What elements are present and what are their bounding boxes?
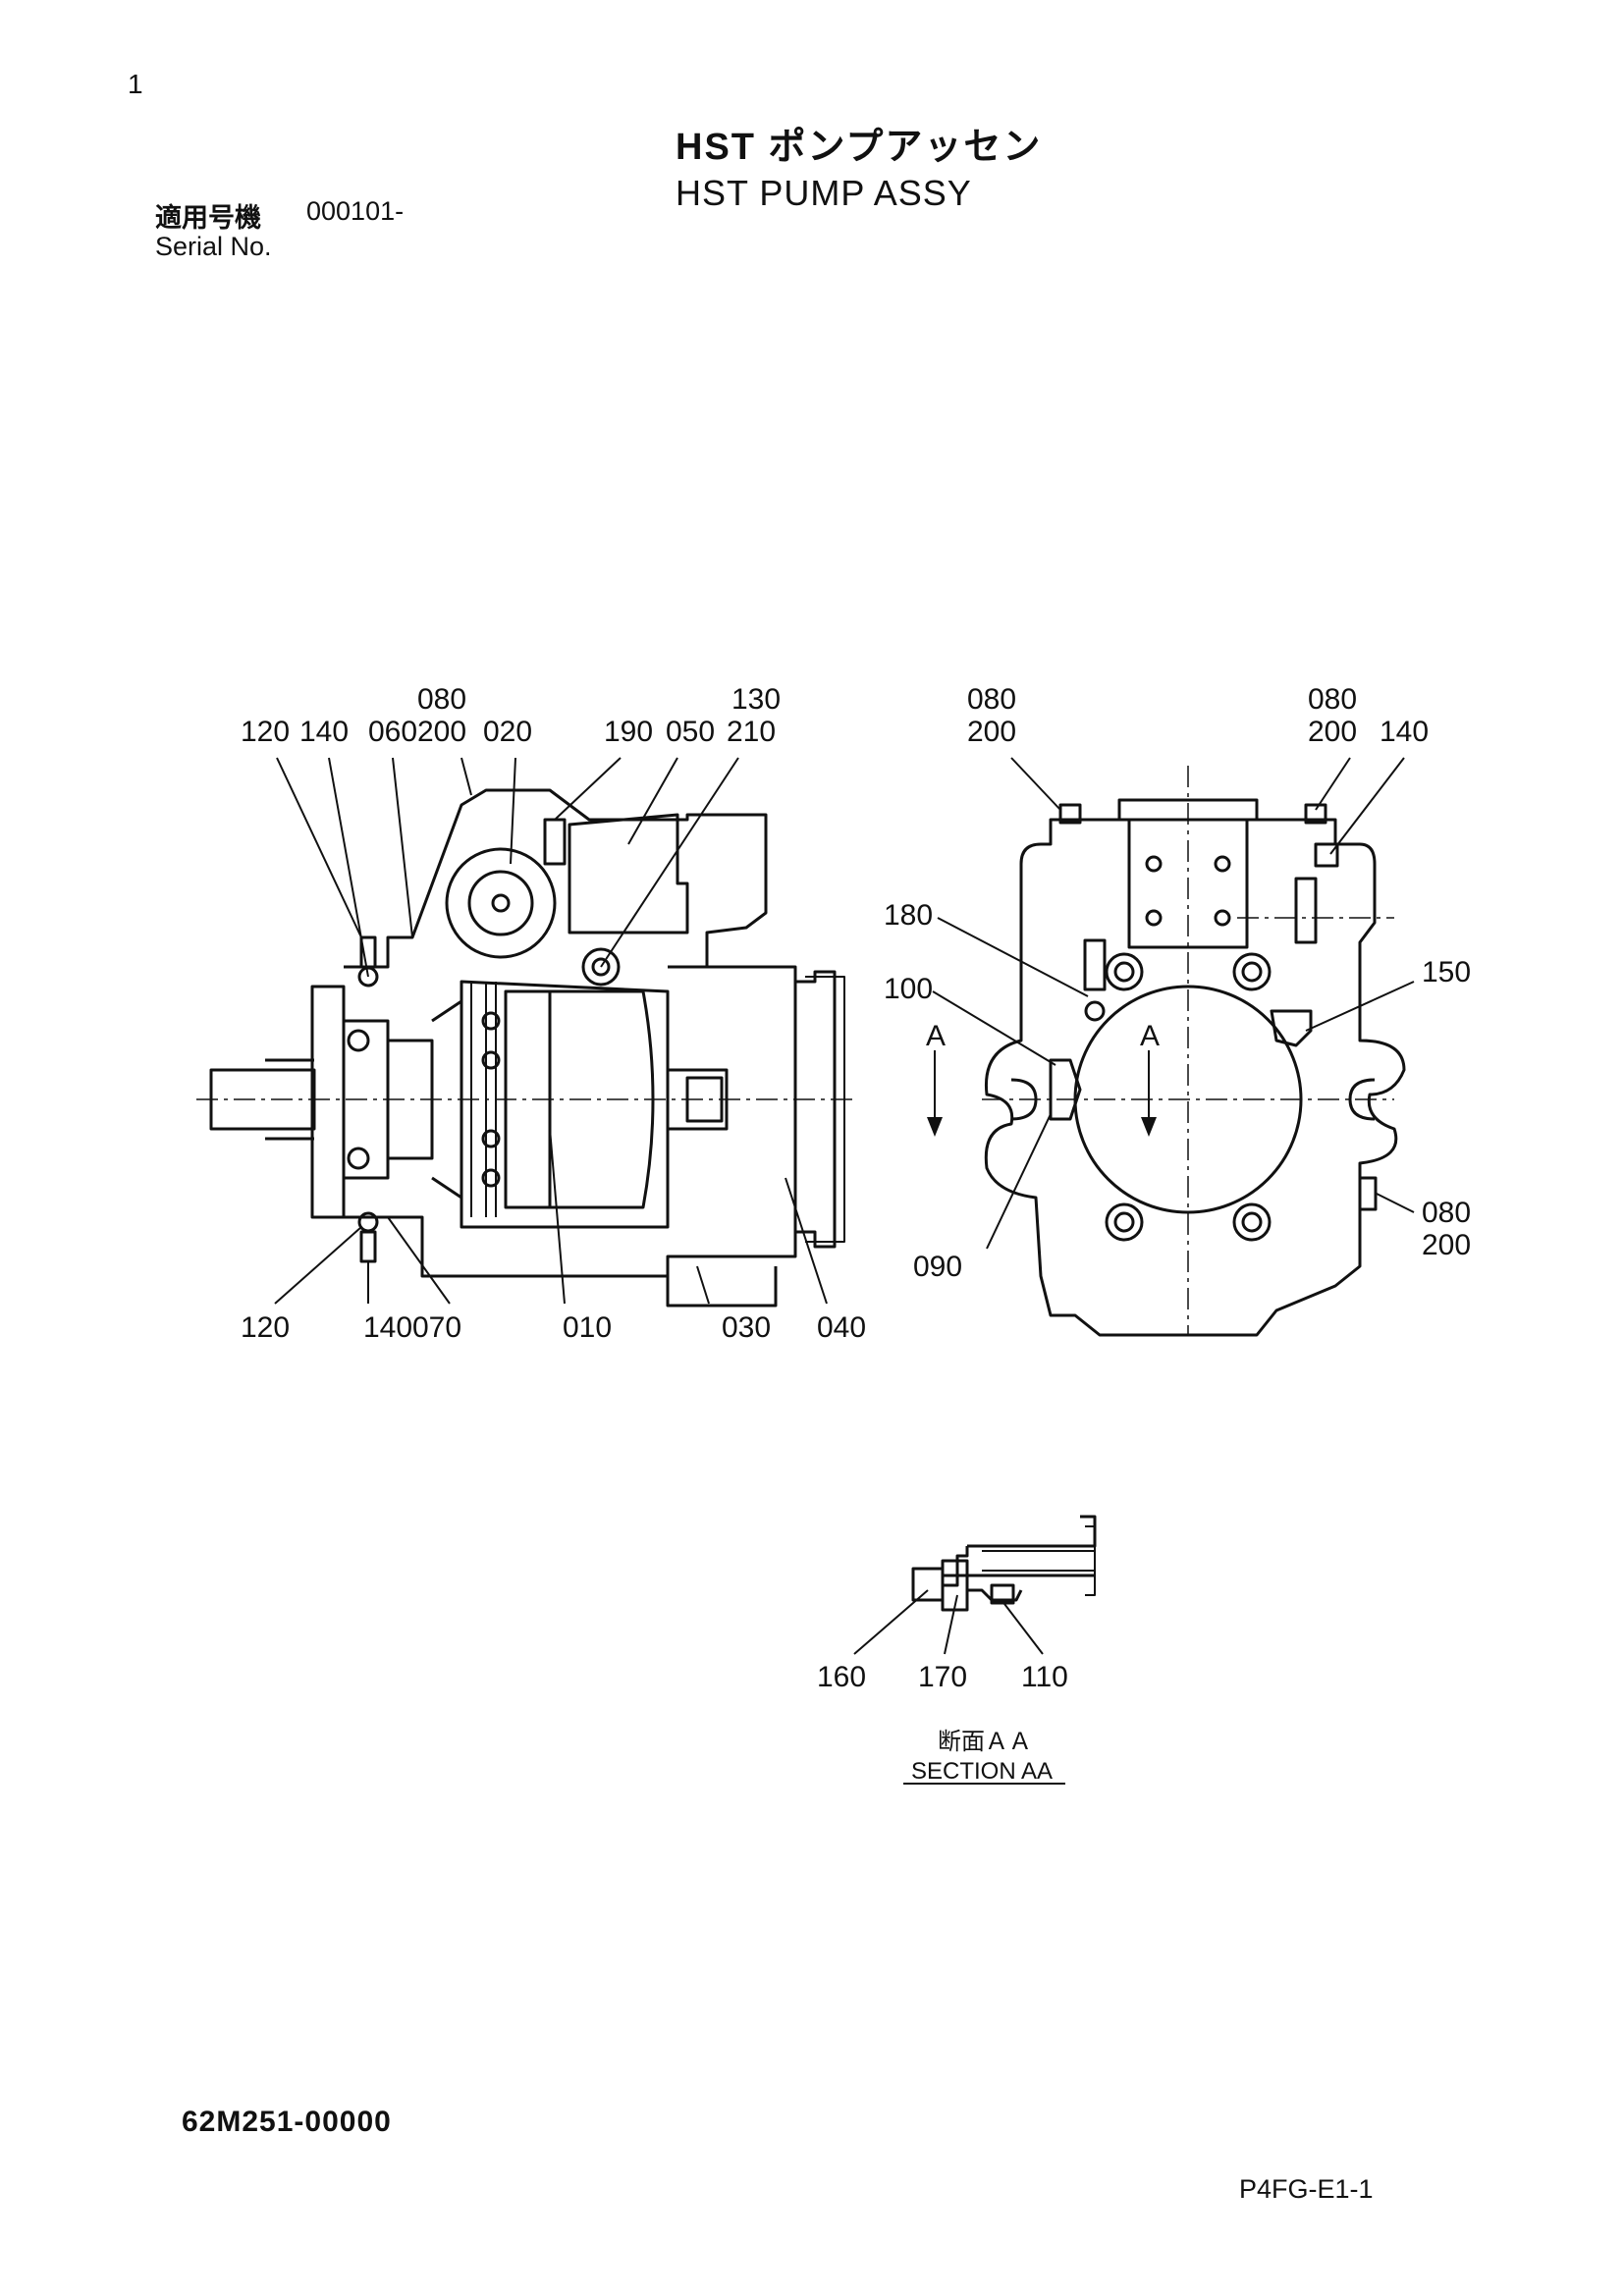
callout-120-top: 120 bbox=[241, 716, 290, 748]
page-code: P4FG-E1-1 bbox=[1239, 2174, 1374, 2204]
callout-010: 010 bbox=[563, 1311, 612, 1344]
front-view-pump bbox=[982, 766, 1406, 1337]
section-aa-detail bbox=[911, 1515, 1097, 1612]
callout-120-bottom: 120 bbox=[241, 1311, 290, 1344]
section-mark-a-left: A bbox=[926, 1020, 946, 1052]
section-detail-callouts: 160 170 110 断面ＡＡ SECTION AA bbox=[817, 1661, 1068, 1785]
callout-200-front-left: 200 bbox=[967, 716, 1016, 748]
title-japanese: HST ポンプアッセン bbox=[676, 127, 1043, 168]
callout-080-side: 080 bbox=[417, 683, 466, 716]
callout-020: 020 bbox=[483, 716, 532, 748]
callout-170: 170 bbox=[918, 1661, 967, 1693]
callout-090: 090 bbox=[913, 1251, 962, 1283]
callout-060: 060 bbox=[368, 716, 417, 748]
section-caption-japanese: 断面ＡＡ bbox=[938, 1729, 1032, 1755]
leader-lines bbox=[274, 757, 1415, 1785]
callout-030: 030 bbox=[722, 1311, 771, 1344]
callout-160: 160 bbox=[817, 1661, 866, 1693]
section-caption-english: SECTION AA bbox=[911, 1758, 1053, 1785]
callout-200-side: 200 bbox=[417, 716, 466, 748]
page-number: 1 bbox=[128, 69, 143, 99]
callout-130-side: 130 bbox=[731, 683, 781, 716]
callout-070: 070 bbox=[412, 1311, 461, 1344]
callout-210: 210 bbox=[727, 716, 776, 748]
callout-110: 110 bbox=[1021, 1661, 1068, 1693]
side-view-callouts: 080 130 120 140 060 200 020 190 050 210 … bbox=[241, 683, 866, 1344]
callout-200-front-right: 200 bbox=[1308, 716, 1357, 748]
callout-150: 150 bbox=[1422, 956, 1471, 988]
title-english: HST PUMP ASSY bbox=[676, 173, 972, 213]
callout-080-front-right: 080 bbox=[1308, 683, 1357, 716]
serial-label-japanese: 適用号機 bbox=[155, 203, 261, 233]
callout-080-front-left: 080 bbox=[967, 683, 1016, 716]
callout-140-front: 140 bbox=[1380, 716, 1429, 748]
callout-180: 180 bbox=[884, 899, 933, 932]
callout-140-bottom: 140 bbox=[363, 1311, 412, 1344]
callout-100: 100 bbox=[884, 973, 933, 1005]
callout-050: 050 bbox=[666, 716, 715, 748]
serial-value: 000101- bbox=[306, 196, 405, 226]
callout-190: 190 bbox=[604, 716, 653, 748]
callout-040: 040 bbox=[817, 1311, 866, 1344]
front-view-callouts: 080 200 080 200 140 180 100 090 150 080 … bbox=[884, 683, 1471, 1283]
callout-140-top: 140 bbox=[299, 716, 349, 748]
callout-200-front-side: 200 bbox=[1422, 1229, 1471, 1261]
callout-080-front-side: 080 bbox=[1422, 1197, 1471, 1229]
side-view-pump bbox=[196, 788, 854, 1308]
section-mark-a-right: A bbox=[1140, 1020, 1160, 1052]
serial-label-english: Serial No. bbox=[155, 232, 272, 261]
document-number: 62M251-00000 bbox=[182, 2106, 392, 2138]
